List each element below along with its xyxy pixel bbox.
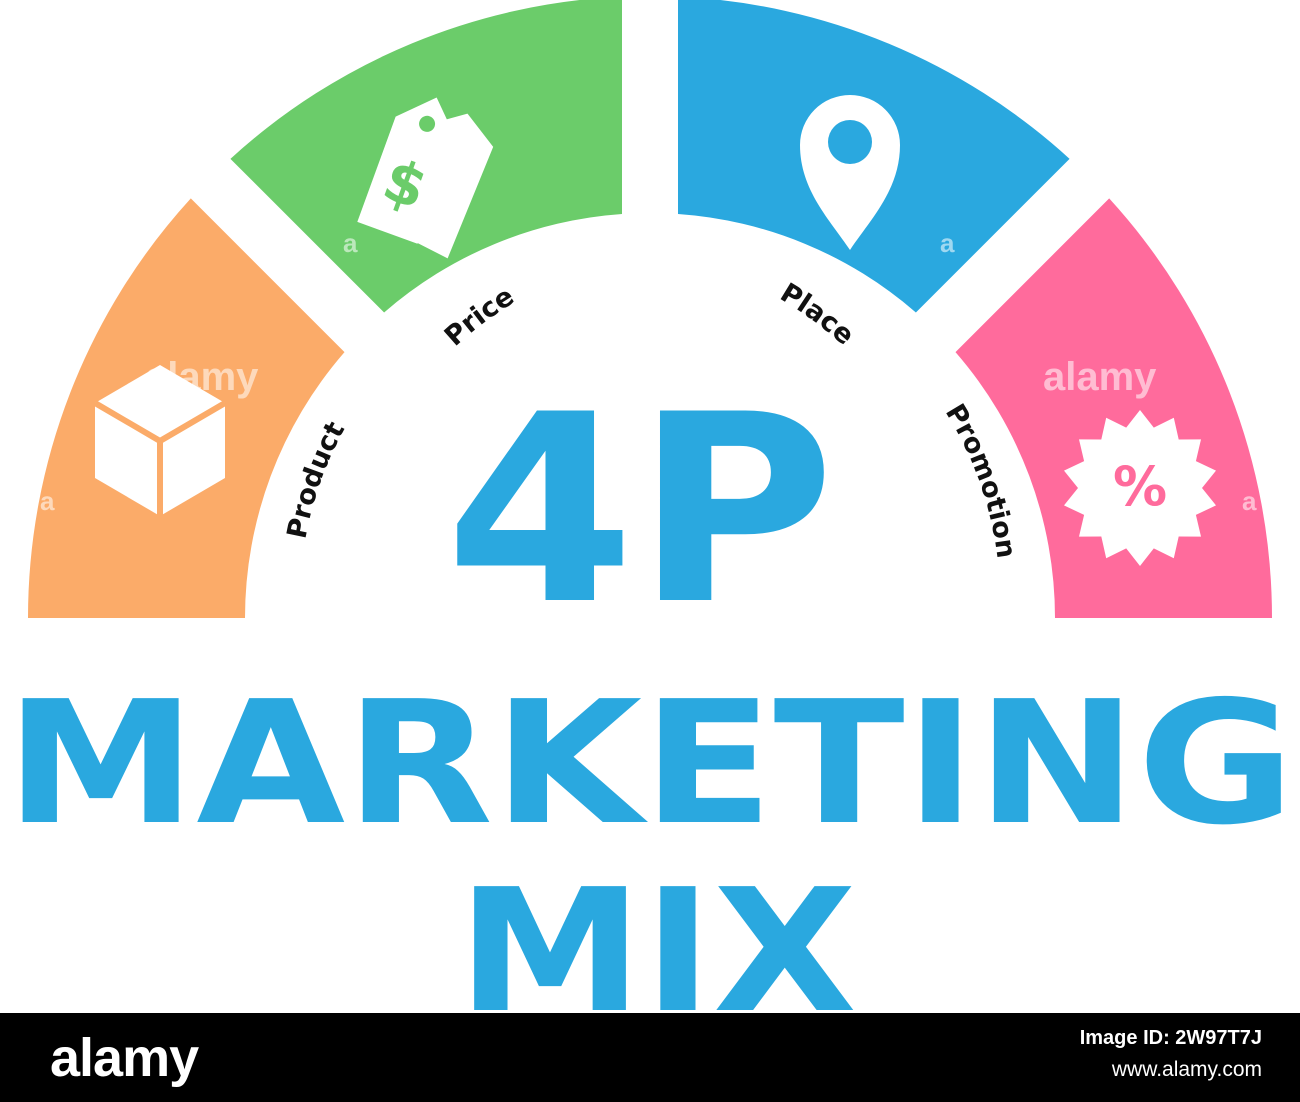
watermark-letter: a xyxy=(343,228,358,258)
price-tag-icon: $ xyxy=(357,97,494,259)
title-line-marketing: MARKETING xyxy=(5,665,1295,863)
percent-glyph: % xyxy=(1113,455,1167,518)
site-url-text: www.alamy.com xyxy=(1111,1058,1262,1081)
box-icon xyxy=(93,365,227,516)
watermark-text: alamy xyxy=(0,740,114,784)
segment-label-place: Place xyxy=(775,277,860,351)
location-pin-icon xyxy=(800,95,900,250)
watermark-letter: a xyxy=(40,486,55,516)
watermark-letter: a xyxy=(940,228,955,258)
watermark-text: alamy xyxy=(145,355,259,399)
footer-meta: Image ID: 2W97T7J www.alamy.com xyxy=(1080,1027,1262,1082)
footer-bar: alamy Image ID: 2W97T7J www.alamy.com xyxy=(0,1013,1300,1102)
segment-label-product: Product xyxy=(282,417,352,542)
watermark-text: alamy xyxy=(1043,355,1157,399)
watermark-letter: a xyxy=(1242,486,1257,516)
discount-badge-icon: % xyxy=(1064,410,1216,566)
image-id-text: Image ID: 2W97T7J xyxy=(1079,1027,1262,1049)
center-4p-title: 4P xyxy=(445,360,835,662)
footer-logo: alamy xyxy=(50,1028,199,1088)
segment-label-price: Price xyxy=(439,281,520,353)
watermarks: alamy alamy alamy a a a a xyxy=(0,228,1257,784)
